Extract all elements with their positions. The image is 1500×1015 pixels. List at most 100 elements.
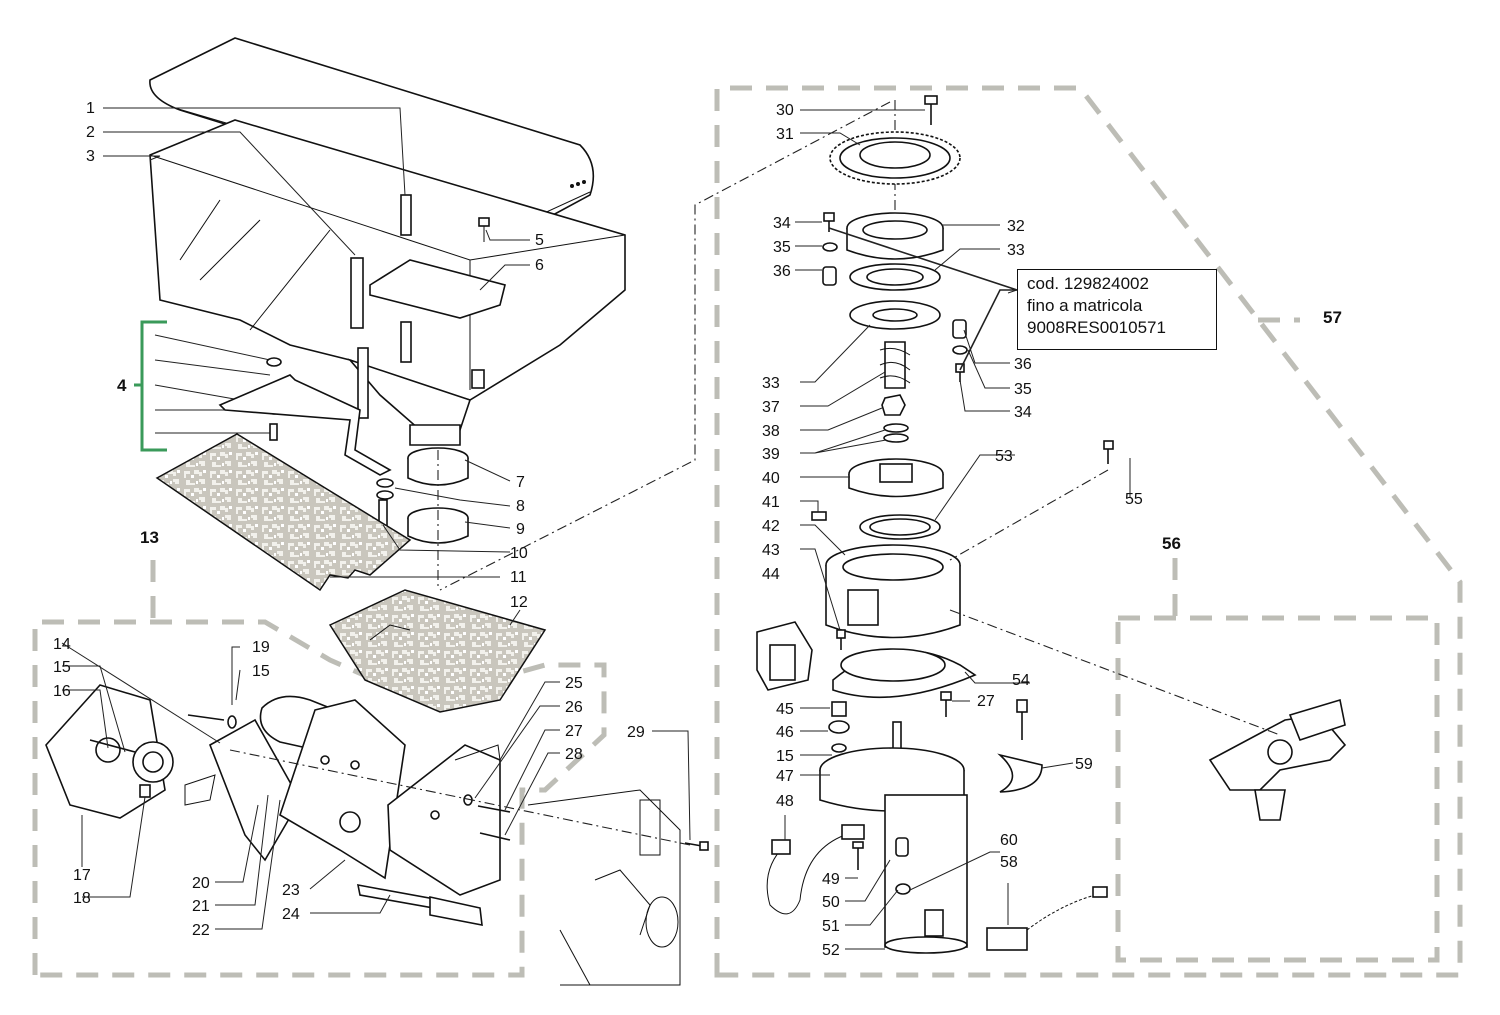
callout-15a: 15	[53, 659, 71, 676]
callout-20: 20	[192, 875, 210, 892]
callout-26: 26	[565, 699, 583, 716]
disc-33b	[849, 300, 941, 330]
callout-43: 43	[762, 542, 780, 559]
nut-51	[895, 883, 911, 895]
note-line-2: fino a matricola	[1027, 296, 1143, 315]
callout-4: 4	[117, 376, 127, 395]
bushing-45	[831, 701, 847, 717]
shaft-24	[356, 884, 483, 926]
callout-59: 59	[1075, 756, 1093, 773]
callout-13: 13	[140, 528, 159, 547]
spinner-hub-40	[848, 458, 944, 498]
callout-32: 32	[1007, 218, 1025, 235]
callout-52: 52	[822, 942, 840, 959]
hopper-body	[149, 119, 626, 446]
spacer-36a	[822, 266, 837, 286]
note-line-3: 9008RES0010571	[1027, 318, 1166, 337]
screw-43	[836, 629, 846, 650]
callout-54: 54	[1012, 672, 1030, 689]
circuit-board-14	[184, 718, 301, 862]
callout-22: 22	[192, 922, 210, 939]
callout-18: 18	[73, 890, 91, 907]
callout-11: 11	[510, 569, 527, 586]
callout-12: 12	[510, 594, 528, 611]
auger-37	[879, 341, 911, 389]
callout-44: 44	[762, 566, 780, 583]
callout-51: 51	[822, 918, 840, 935]
washer-15c	[831, 743, 847, 753]
callout-27b: 27	[977, 693, 995, 710]
screw-49	[852, 841, 864, 870]
callout-56: 56	[1162, 534, 1181, 553]
axis-drive	[229, 749, 691, 846]
callout-49: 49	[822, 871, 840, 888]
callout-31: 31	[776, 126, 794, 143]
screw-34b	[955, 363, 965, 382]
callout-15c: 15	[776, 748, 794, 765]
callout-2: 2	[86, 124, 95, 141]
callout-50: 50	[822, 894, 840, 911]
callout-30: 30	[776, 102, 794, 119]
callout-40: 40	[762, 470, 780, 487]
callout-5: 5	[535, 232, 544, 249]
callout-58: 58	[1000, 854, 1018, 871]
deflector-59	[997, 699, 1043, 793]
serial-note-box: cod. 129824002 fino a matricola 9008RES0…	[1017, 269, 1217, 350]
callout-60: 60	[1000, 832, 1018, 849]
callout-34a: 34	[773, 215, 791, 232]
callout-labels: 1 2 3 4 5 6 7 8 9 10 11 12 13 14 15 16 1…	[53, 100, 1342, 959]
callout-21: 21	[192, 898, 210, 915]
note-line-1: cod. 129824002	[1027, 274, 1149, 293]
callout-36b: 36	[1014, 356, 1032, 373]
group-13-outline	[32, 560, 607, 978]
gasket-33	[849, 263, 941, 291]
rubber-46	[828, 720, 850, 734]
callout-24: 24	[282, 906, 300, 923]
screw-34a	[823, 212, 835, 232]
callout-7: 7	[516, 474, 525, 491]
seal-ring-53	[859, 514, 941, 540]
motor-cover-17	[45, 684, 166, 819]
callout-46: 46	[776, 724, 794, 741]
screw-30	[924, 95, 938, 125]
callout-47: 47	[776, 768, 794, 785]
bush-60	[895, 837, 909, 857]
callout-55: 55	[1125, 491, 1143, 508]
nut-38	[881, 394, 906, 416]
mounting-flange-54	[832, 648, 977, 699]
callout-39: 39	[762, 446, 780, 463]
electric-motor-52	[819, 721, 968, 954]
callout-34b: 34	[1014, 404, 1032, 421]
callout-10: 10	[510, 545, 528, 562]
washer-35b	[952, 345, 968, 355]
callout-23: 23	[282, 882, 300, 899]
leader-lines	[61, 107, 1131, 950]
brush-58	[986, 886, 1108, 951]
callout-42: 42	[762, 518, 780, 535]
deflector-12	[328, 589, 547, 713]
callout-33a: 33	[1007, 242, 1025, 259]
callout-27a: 27	[565, 723, 583, 740]
callout-25: 25	[565, 675, 583, 692]
bracket-plate-25	[387, 744, 501, 896]
frame-plate	[527, 789, 681, 986]
callout-15b: 15	[252, 663, 270, 680]
callout-8: 8	[516, 498, 525, 515]
screw-55	[1103, 440, 1114, 464]
hopper-cover-plate	[350, 194, 506, 419]
callout-6: 6	[535, 257, 544, 274]
screw-41	[811, 511, 827, 521]
bearing-housing-32	[846, 212, 944, 260]
callout-38: 38	[762, 423, 780, 440]
callout-36a: 36	[773, 263, 791, 280]
callout-29: 29	[627, 724, 645, 741]
group-57-outline	[714, 85, 1463, 978]
callout-14: 14	[53, 636, 71, 653]
axis-screw-55	[949, 469, 1109, 561]
washers-39	[883, 423, 909, 443]
group-4-bracket	[134, 320, 271, 452]
callout-9: 9	[516, 521, 525, 538]
callout-53: 53	[995, 448, 1013, 465]
screw-5	[478, 217, 490, 242]
